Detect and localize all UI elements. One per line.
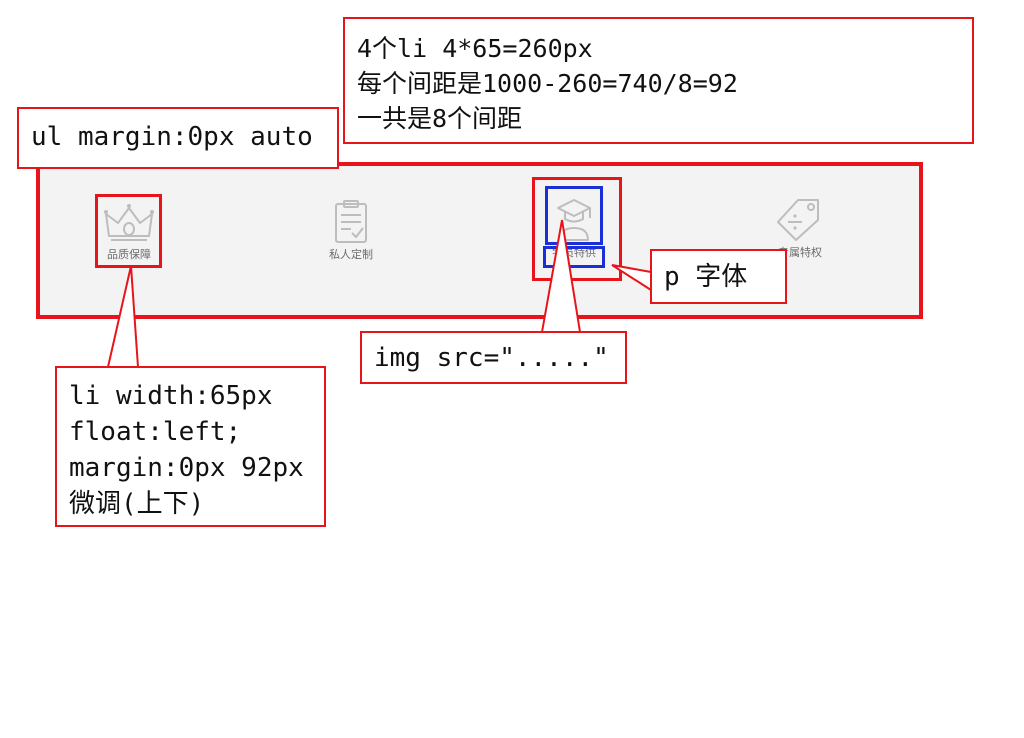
note-line: float:left; bbox=[69, 417, 242, 447]
nav-item-label: 品质保障 bbox=[107, 248, 151, 261]
note-line: 一共是8个间距 bbox=[357, 104, 523, 133]
p-font-note: p 字体 bbox=[650, 249, 787, 304]
graduate-icon bbox=[557, 199, 591, 241]
img-highlight-box bbox=[545, 186, 603, 245]
note-line: 4个li 4*65=260px bbox=[357, 34, 593, 63]
crown-icon bbox=[104, 204, 154, 241]
li-highlight-box bbox=[95, 194, 162, 268]
note-text: img src="....." bbox=[374, 343, 609, 373]
nav-item-custom[interactable]: 私人定制 bbox=[306, 200, 396, 262]
note-line: 微调(上下) bbox=[69, 489, 205, 519]
nav-item-label: 私人定制 bbox=[329, 248, 373, 261]
top-formula-note: 4个li 4*65=260px 每个间距是1000-260=740/8=92 一… bbox=[343, 17, 974, 144]
li-callout-pointer bbox=[106, 265, 140, 368]
note-line: li width:65px bbox=[69, 381, 273, 411]
p-highlight-box bbox=[543, 246, 605, 268]
note-text: p 字体 bbox=[664, 262, 748, 292]
p-callout-pointer bbox=[611, 264, 652, 292]
li-highlight-box-student bbox=[532, 177, 622, 281]
nav-item-privilege[interactable]: 专属特权 bbox=[755, 194, 845, 260]
note-text: ul margin:0px auto bbox=[31, 122, 313, 152]
price-tag-icon bbox=[777, 199, 819, 241]
img-callout-pointer bbox=[540, 219, 582, 333]
nav-item-quality[interactable]: 品质保障 bbox=[84, 200, 174, 262]
clipboard-icon bbox=[335, 200, 367, 243]
li-style-note: li width:65px float:left; margin:0px 92p… bbox=[55, 366, 326, 527]
note-line: 每个间距是1000-260=740/8=92 bbox=[357, 69, 738, 98]
ul-margin-note: ul margin:0px auto bbox=[17, 107, 339, 169]
nav-item-label: 专属特权 bbox=[778, 246, 822, 259]
img-src-note: img src="....." bbox=[360, 331, 627, 384]
note-line: margin:0px 92px bbox=[69, 453, 304, 483]
nav-bar bbox=[36, 162, 923, 319]
